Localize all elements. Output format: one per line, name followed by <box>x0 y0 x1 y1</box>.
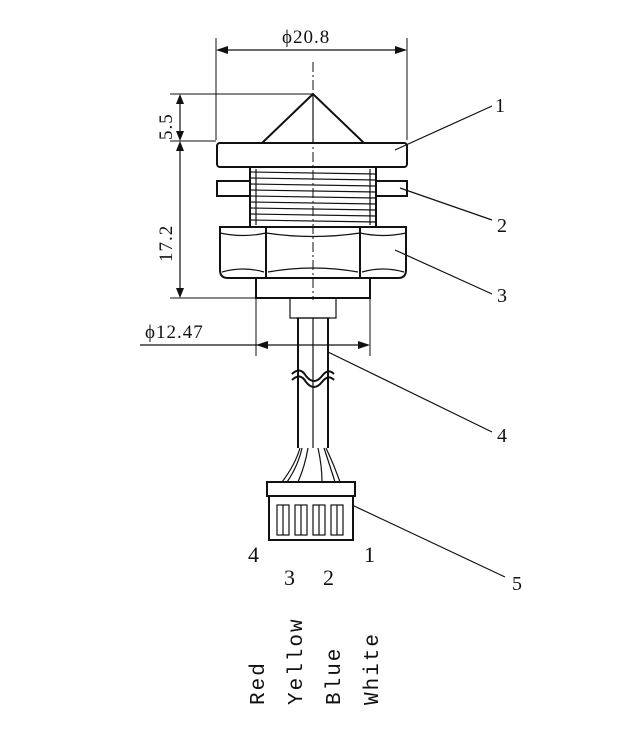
top-flange <box>216 142 408 168</box>
tip-height-label: 5.5 <box>156 113 177 140</box>
callout-3: 3 <box>497 285 507 307</box>
cable <box>291 318 335 448</box>
wire-label-white: White <box>362 632 385 705</box>
threaded-body <box>249 167 377 227</box>
callout-1: 1 <box>495 95 505 117</box>
connector-housing <box>266 481 356 541</box>
body-height-label: 17.2 <box>156 225 177 262</box>
callout-2: 2 <box>497 215 507 237</box>
dimension-tip-height: 5.5 <box>156 93 312 142</box>
wire-label-red: Red <box>248 661 271 705</box>
wire-label-blue: Blue <box>324 647 347 705</box>
cable-diameter-label: ϕ12.47 <box>145 322 204 343</box>
pin-label-3: 3 <box>284 565 295 590</box>
dimension-cable-diameter: ϕ12.47 <box>140 298 371 356</box>
pin-label-4: 4 <box>248 542 259 567</box>
callout-4: 4 <box>497 425 507 447</box>
hex-nut <box>219 226 407 279</box>
dimension-body-height: 17.2 <box>156 141 255 299</box>
leader-lines <box>327 105 506 578</box>
wire-bundle <box>281 447 341 483</box>
cable-gland <box>289 297 337 319</box>
top-diameter-label: ϕ20.8 <box>282 27 330 48</box>
callout-5: 5 <box>512 573 522 595</box>
wire-label-yellow: Yellow <box>286 617 309 705</box>
pin-label-1: 1 <box>364 542 375 567</box>
washer-left <box>216 180 251 197</box>
washer-right <box>375 180 408 197</box>
dimension-top-diameter: ϕ20.8 <box>215 27 408 140</box>
pin-label-2: 2 <box>323 565 334 590</box>
